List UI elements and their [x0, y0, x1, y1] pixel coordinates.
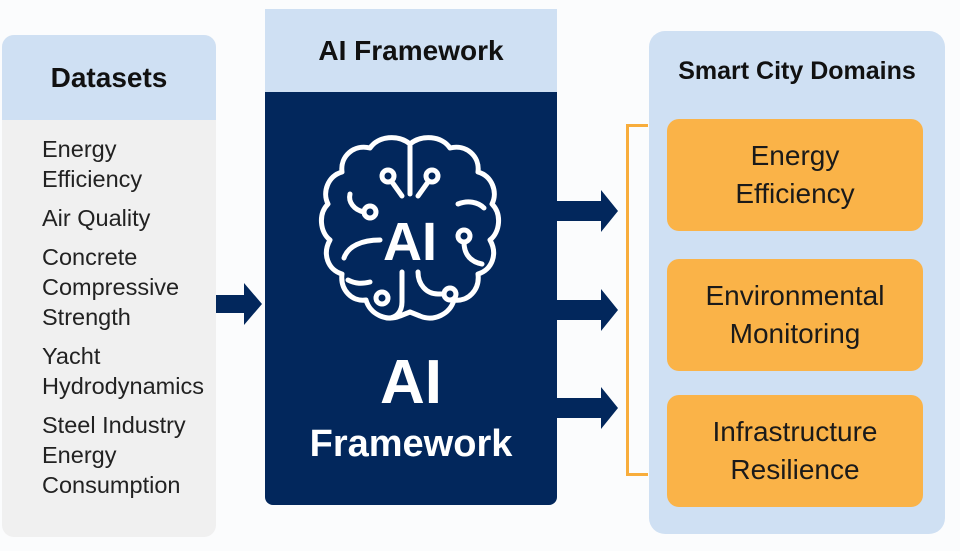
- dataset-item-concrete-strength: Concrete Compressive Strength: [42, 244, 180, 330]
- output-arrow-3-icon: [557, 387, 618, 429]
- brain-icon-label: AI: [383, 212, 437, 272]
- datasets-panel: Datasets Energy Efficiency Air Quality C…: [2, 35, 216, 537]
- domains-bracket: [626, 124, 648, 476]
- input-arrow-icon: [216, 283, 262, 325]
- datasets-list: Energy Efficiency Air Quality Concrete C…: [2, 120, 216, 500]
- framework-sub-label: Framework: [309, 423, 513, 465]
- domains-title: Smart City Domains: [678, 57, 916, 85]
- framework-header: AI Framework: [265, 9, 557, 92]
- domain-environmental-monitoring: Environmental Monitoring: [667, 259, 923, 371]
- dataset-item-yacht-hydrodynamics: Yacht Hydrodynamics: [42, 343, 204, 399]
- output-arrow-1-icon: [557, 190, 618, 232]
- brain-circuit-icon: AI: [319, 135, 501, 321]
- dataset-item-air-quality: Air Quality: [42, 205, 151, 231]
- dataset-item-steel-energy: Steel Industry Energy Consumption: [42, 412, 186, 498]
- dataset-item-energy-efficiency: Energy Efficiency: [42, 136, 143, 192]
- domains-panel: Smart City Domains Energy Efficiency Env…: [649, 31, 945, 534]
- output-arrow-2-icon: [557, 289, 618, 331]
- framework-panel: AI AI Framework: [265, 92, 557, 505]
- domain-infrastructure-resilience: Infrastructure Resilience: [667, 395, 923, 507]
- datasets-title: Datasets: [2, 35, 216, 120]
- framework-big-label: AI: [380, 348, 442, 417]
- domain-energy-efficiency: Energy Efficiency: [667, 119, 923, 231]
